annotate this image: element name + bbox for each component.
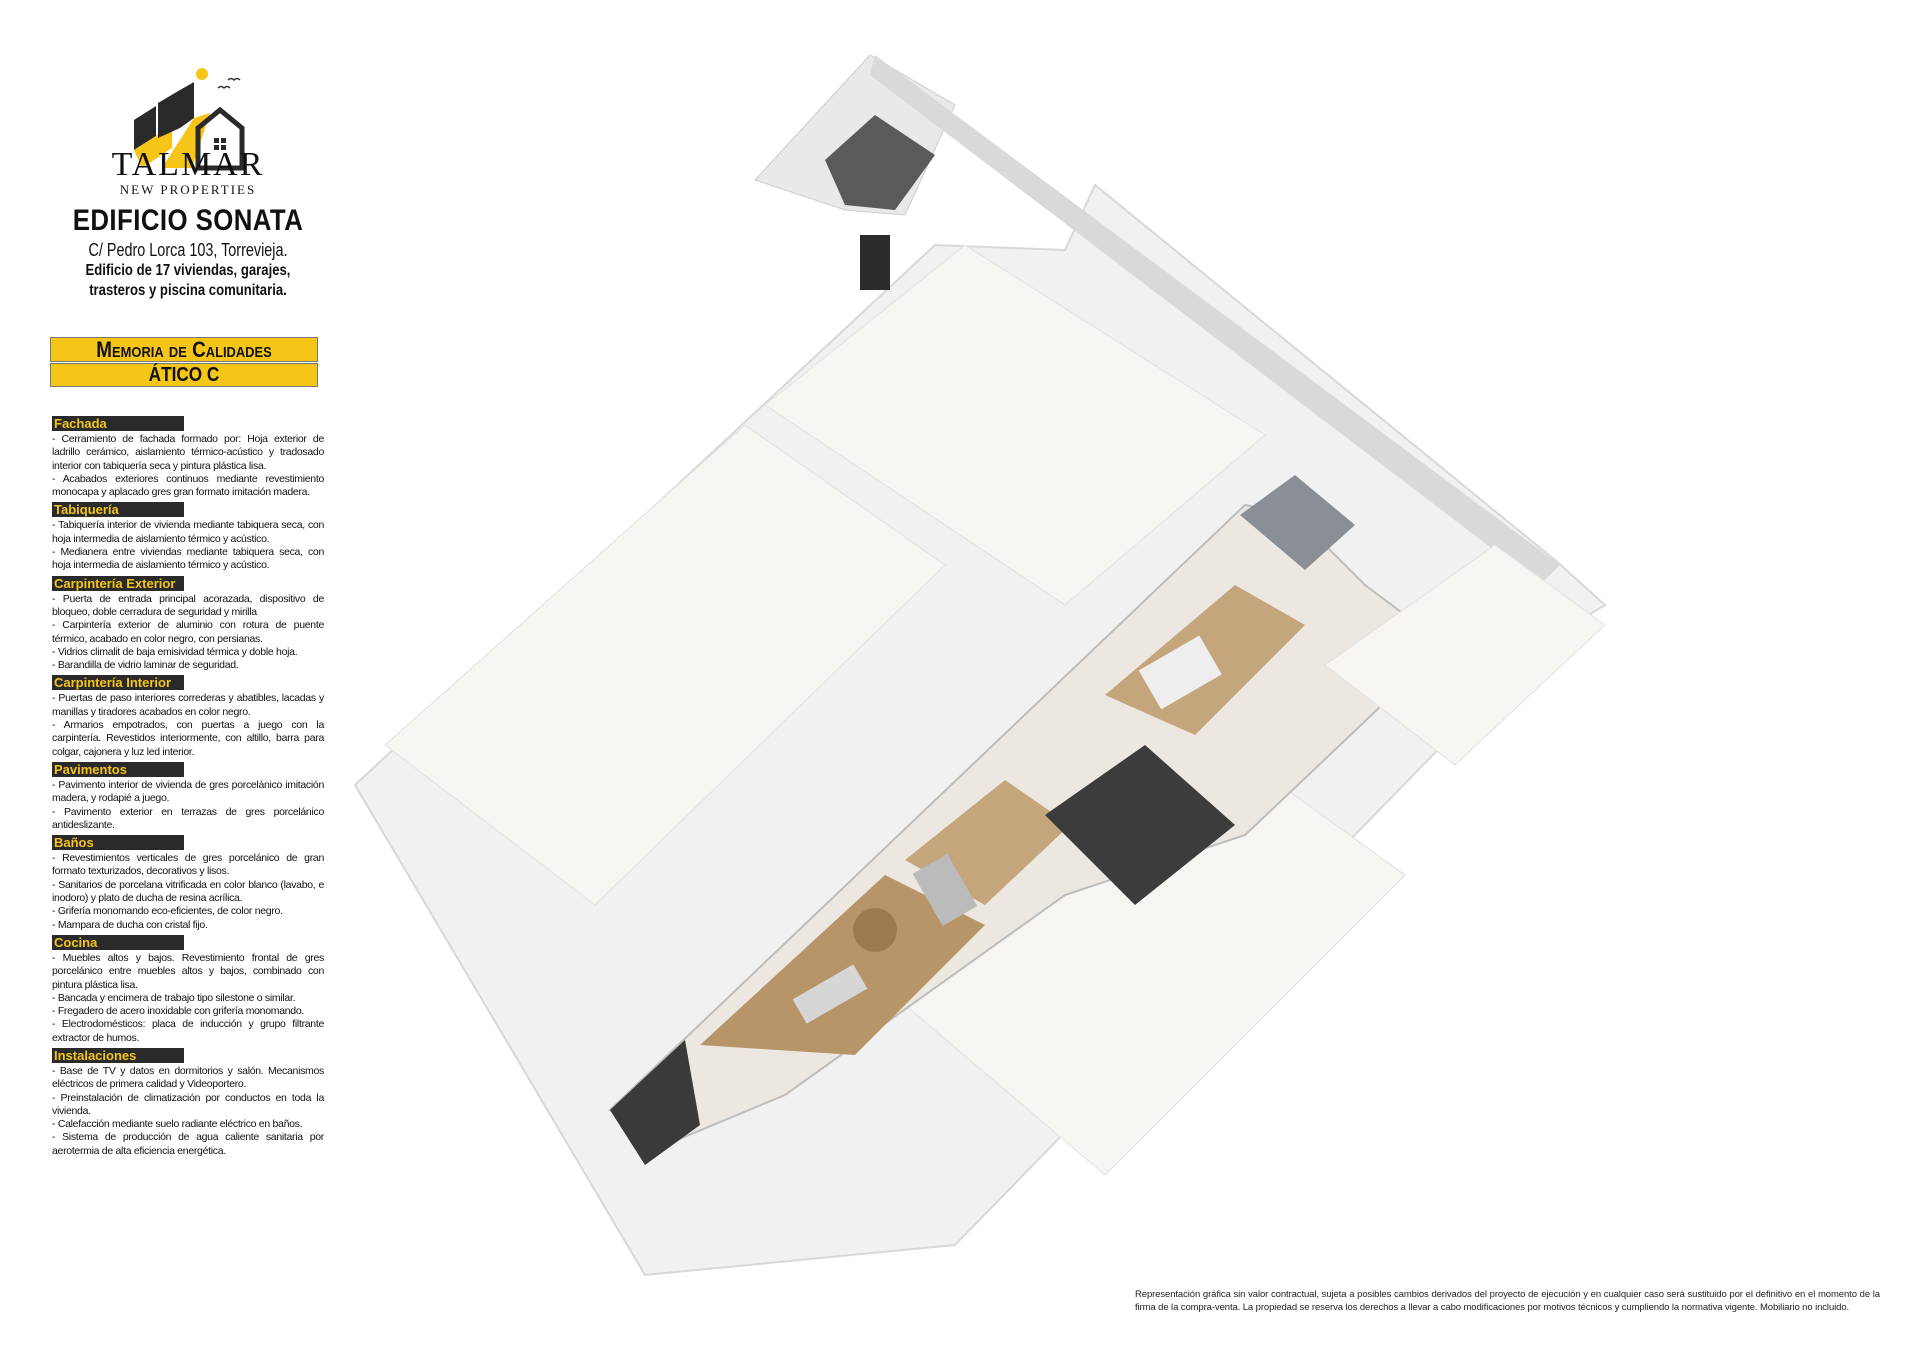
spec-section-fachada: Fachada - Cerramiento de fachada formado… [52, 415, 324, 499]
spec-line: - Mampara de ducha con cristal fijo. [52, 918, 208, 931]
banner-unit: ÁTICO C [148, 364, 220, 386]
spec-line: - Carpintería exterior de aluminio con r… [52, 619, 324, 645]
spec-line: - Muebles altos y bajos. Revestimiento f… [52, 951, 324, 991]
neighbour-unit-right [1324, 544, 1606, 766]
building-name: EDIFICIO SONATA [72, 204, 304, 237]
spec-line: - Calefacción mediante suelo radiante el… [52, 1118, 303, 1131]
spec-line: - Pavimento interior de vivienda de gres… [52, 778, 324, 805]
spec-line: - Tabiquería interior de vivienda median… [52, 519, 324, 545]
building-desc-1: Edificio de 17 viviendas, garajes, [85, 262, 291, 279]
party-wall [870, 55, 1560, 585]
section-heading: Pavimentos [52, 761, 184, 777]
spec-list: Fachada - Cerramiento de fachada formado… [52, 415, 324, 1160]
living-room-floor [700, 875, 985, 1055]
spec-line: - Bancada y encimera de trabajo tipo sil… [52, 991, 296, 1004]
spec-line: - Base de TV y datos en dormitorios y sa… [52, 1064, 324, 1091]
banner-title: Memoria de Calidades [96, 337, 272, 362]
building-slab [353, 183, 1607, 1277]
spec-line: - Revestimientos verticales de gres porc… [52, 852, 324, 878]
brand-subtitle: NEW PROPERTIES [119, 182, 257, 197]
spec-line: - Armarios empotrados, con puertas a jue… [52, 719, 324, 758]
building-info: EDIFICIO SONATA C/ Pedro Lorca 103, Torr… [52, 203, 324, 301]
spec-section-carpinteria-interior: Carpintería Interior - Puertas de paso i… [52, 674, 324, 758]
spec-line: - Puertas de paso interiores correderas … [52, 692, 324, 718]
talmar-logo [134, 68, 245, 171]
spec-line: - Puerta de entrada principal acorazada,… [52, 592, 324, 618]
title-banner: Memoria de Calidades ÁTICO C [50, 337, 318, 389]
spec-line: - Fregadero de acero inoxidable con grif… [52, 1005, 304, 1018]
section-heading: Cocina [52, 934, 184, 950]
section-heading: Instalaciones [52, 1047, 184, 1063]
building-desc-2: trasteros y piscina comunitaria. [89, 282, 287, 299]
spec-section-instalaciones: Instalaciones - Base de TV y datos en do… [52, 1047, 324, 1158]
spec-section-carpinteria-exterior: Carpintería Exterior - Puerta de entrada… [52, 575, 324, 673]
section-heading: Fachada [52, 416, 184, 431]
elevator-shaft [825, 115, 935, 210]
bathroom [1240, 475, 1355, 570]
spec-section-cocina: Cocina - Muebles altos y bajos. Revestim… [52, 934, 324, 1045]
brand-block: TALMAR NEW PROPERTIES [52, 148, 324, 198]
elevator-door [860, 235, 890, 290]
building-address: C/ Pedro Lorca 103, Torrevieja. [88, 240, 288, 260]
spec-line: - Preinstalación de climatización por co… [52, 1091, 324, 1117]
spec-section-tabiqueria: Tabiquería - Tabiquería interior de vivi… [52, 501, 324, 572]
spec-line: - Sistema de producción de agua caliente… [52, 1131, 324, 1157]
spec-line: - Electrodomésticos: placa de inducción … [52, 1018, 324, 1044]
spec-line: - Acabados exteriores continuos mediante… [52, 472, 324, 499]
spec-line: - Cerramiento de fachada formado por: Ho… [52, 433, 324, 472]
spec-line: - Medianera entre viviendas mediante tab… [52, 546, 324, 572]
kitchen-block [912, 854, 978, 926]
section-heading: Carpintería Exterior [52, 575, 184, 591]
banner-bar-2 [50, 363, 318, 387]
terrace-wall [610, 1040, 700, 1165]
sofa [792, 964, 868, 1024]
section-heading: Carpintería Interior [52, 675, 184, 691]
spec-section-pavimentos: Pavimentos - Pavimento interior de vivie… [52, 761, 324, 832]
neighbour-unit-top [764, 244, 1266, 606]
spec-line: - Sanitarios de porcelana vitrificada en… [52, 878, 324, 905]
patio-void [1045, 745, 1235, 905]
spec-line: - Grifería monomando eco-eficientes, de … [52, 905, 283, 918]
spec-line: - Barandilla de vidrio laminar de seguri… [52, 659, 239, 672]
section-heading: Tabiquería [52, 502, 184, 518]
bed [1138, 635, 1222, 710]
isometric-floor-plan [353, 54, 1607, 1277]
section-heading: Baños [52, 835, 184, 851]
legal-disclaimer: Representación gráfica sin valor contrac… [1135, 1289, 1880, 1313]
spec-section-banos: Baños - Revestimientos verticales de gre… [52, 834, 324, 932]
brand-name: TALMAR [111, 146, 265, 183]
neighbour-unit-left [384, 424, 946, 906]
spec-line: - Pavimento exterior en terrazas de gres… [52, 805, 324, 831]
dining-table [853, 908, 897, 952]
banner-bar-1 [50, 337, 318, 362]
spec-line: - Vidrios climalit de baja emisividad té… [52, 645, 298, 658]
